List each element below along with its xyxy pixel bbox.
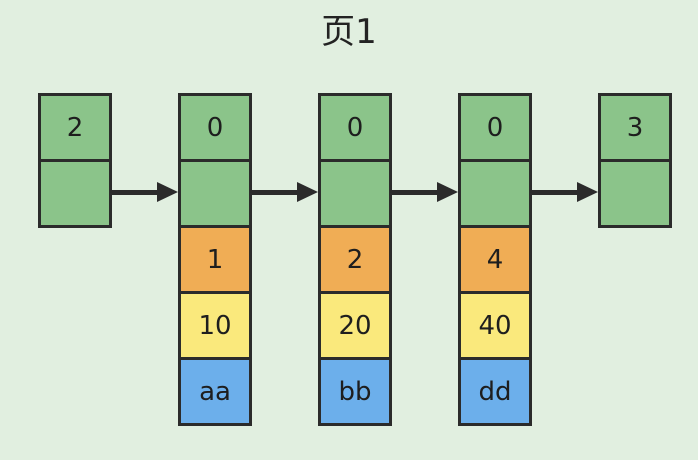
node-3-cell-0: 0: [458, 93, 532, 162]
node-1-cell-0: 0: [178, 93, 252, 162]
node-head: 2: [38, 93, 112, 231]
arrow-head-icon: [297, 182, 318, 202]
arrow-shaft: [532, 190, 579, 195]
node-3: 0 4 40 dd: [458, 93, 532, 438]
node-1-cell-4-value: aa: [199, 376, 231, 407]
node-2-cell-0-value: 0: [346, 112, 364, 143]
node-2: 0 2 20 bb: [318, 93, 392, 438]
arrow-node-head-to-node-1: [112, 182, 178, 202]
node-2-cell-2-value: 2: [346, 244, 364, 275]
page-title: 页1: [321, 12, 377, 52]
node-1-cell-4: aa: [178, 357, 252, 426]
arrow-node-1-to-node-2: [252, 182, 318, 202]
arrow-shaft: [252, 190, 299, 195]
node-head-cell-0-value: 2: [66, 112, 84, 143]
node-2-cell-4-value: bb: [338, 376, 372, 407]
node-3-cell-3-value: 40: [478, 310, 512, 341]
node-1-cell-2: 1: [178, 225, 252, 294]
node-3-cell-0-value: 0: [486, 112, 504, 143]
node-1-cell-0-value: 0: [206, 112, 224, 143]
arrow-head-icon: [577, 182, 598, 202]
node-tail-cell-0: 3: [598, 93, 672, 162]
node-1-cell-3: 10: [178, 291, 252, 360]
node-2-cell-4: bb: [318, 357, 392, 426]
node-3-cell-4-value: dd: [478, 376, 512, 407]
node-3-cell-2-value: 4: [486, 244, 504, 275]
arrow-shaft: [392, 190, 439, 195]
node-2-cell-3-value: 20: [338, 310, 372, 341]
arrow-shaft: [112, 190, 159, 195]
node-3-cell-4: dd: [458, 357, 532, 426]
node-2-cell-0: 0: [318, 93, 392, 162]
node-tail-cell-1: [598, 159, 672, 228]
node-2-cell-3: 20: [318, 291, 392, 360]
node-head-cell-0: 2: [38, 93, 112, 162]
arrow-node-3-to-node-tail: [532, 182, 598, 202]
node-2-cell-1: [318, 159, 392, 228]
node-tail: 3: [598, 93, 672, 231]
node-3-cell-3: 40: [458, 291, 532, 360]
arrow-head-icon: [437, 182, 458, 202]
node-3-cell-1: [458, 159, 532, 228]
node-1-cell-3-value: 10: [198, 310, 232, 341]
node-head-cell-1: [38, 159, 112, 228]
node-1: 0 1 10 aa: [178, 93, 252, 438]
node-2-cell-2: 2: [318, 225, 392, 294]
node-3-cell-2: 4: [458, 225, 532, 294]
arrow-node-2-to-node-3: [392, 182, 458, 202]
node-1-cell-1: [178, 159, 252, 228]
node-1-cell-2-value: 1: [206, 244, 224, 275]
node-tail-cell-0-value: 3: [626, 112, 644, 143]
arrow-head-icon: [157, 182, 178, 202]
